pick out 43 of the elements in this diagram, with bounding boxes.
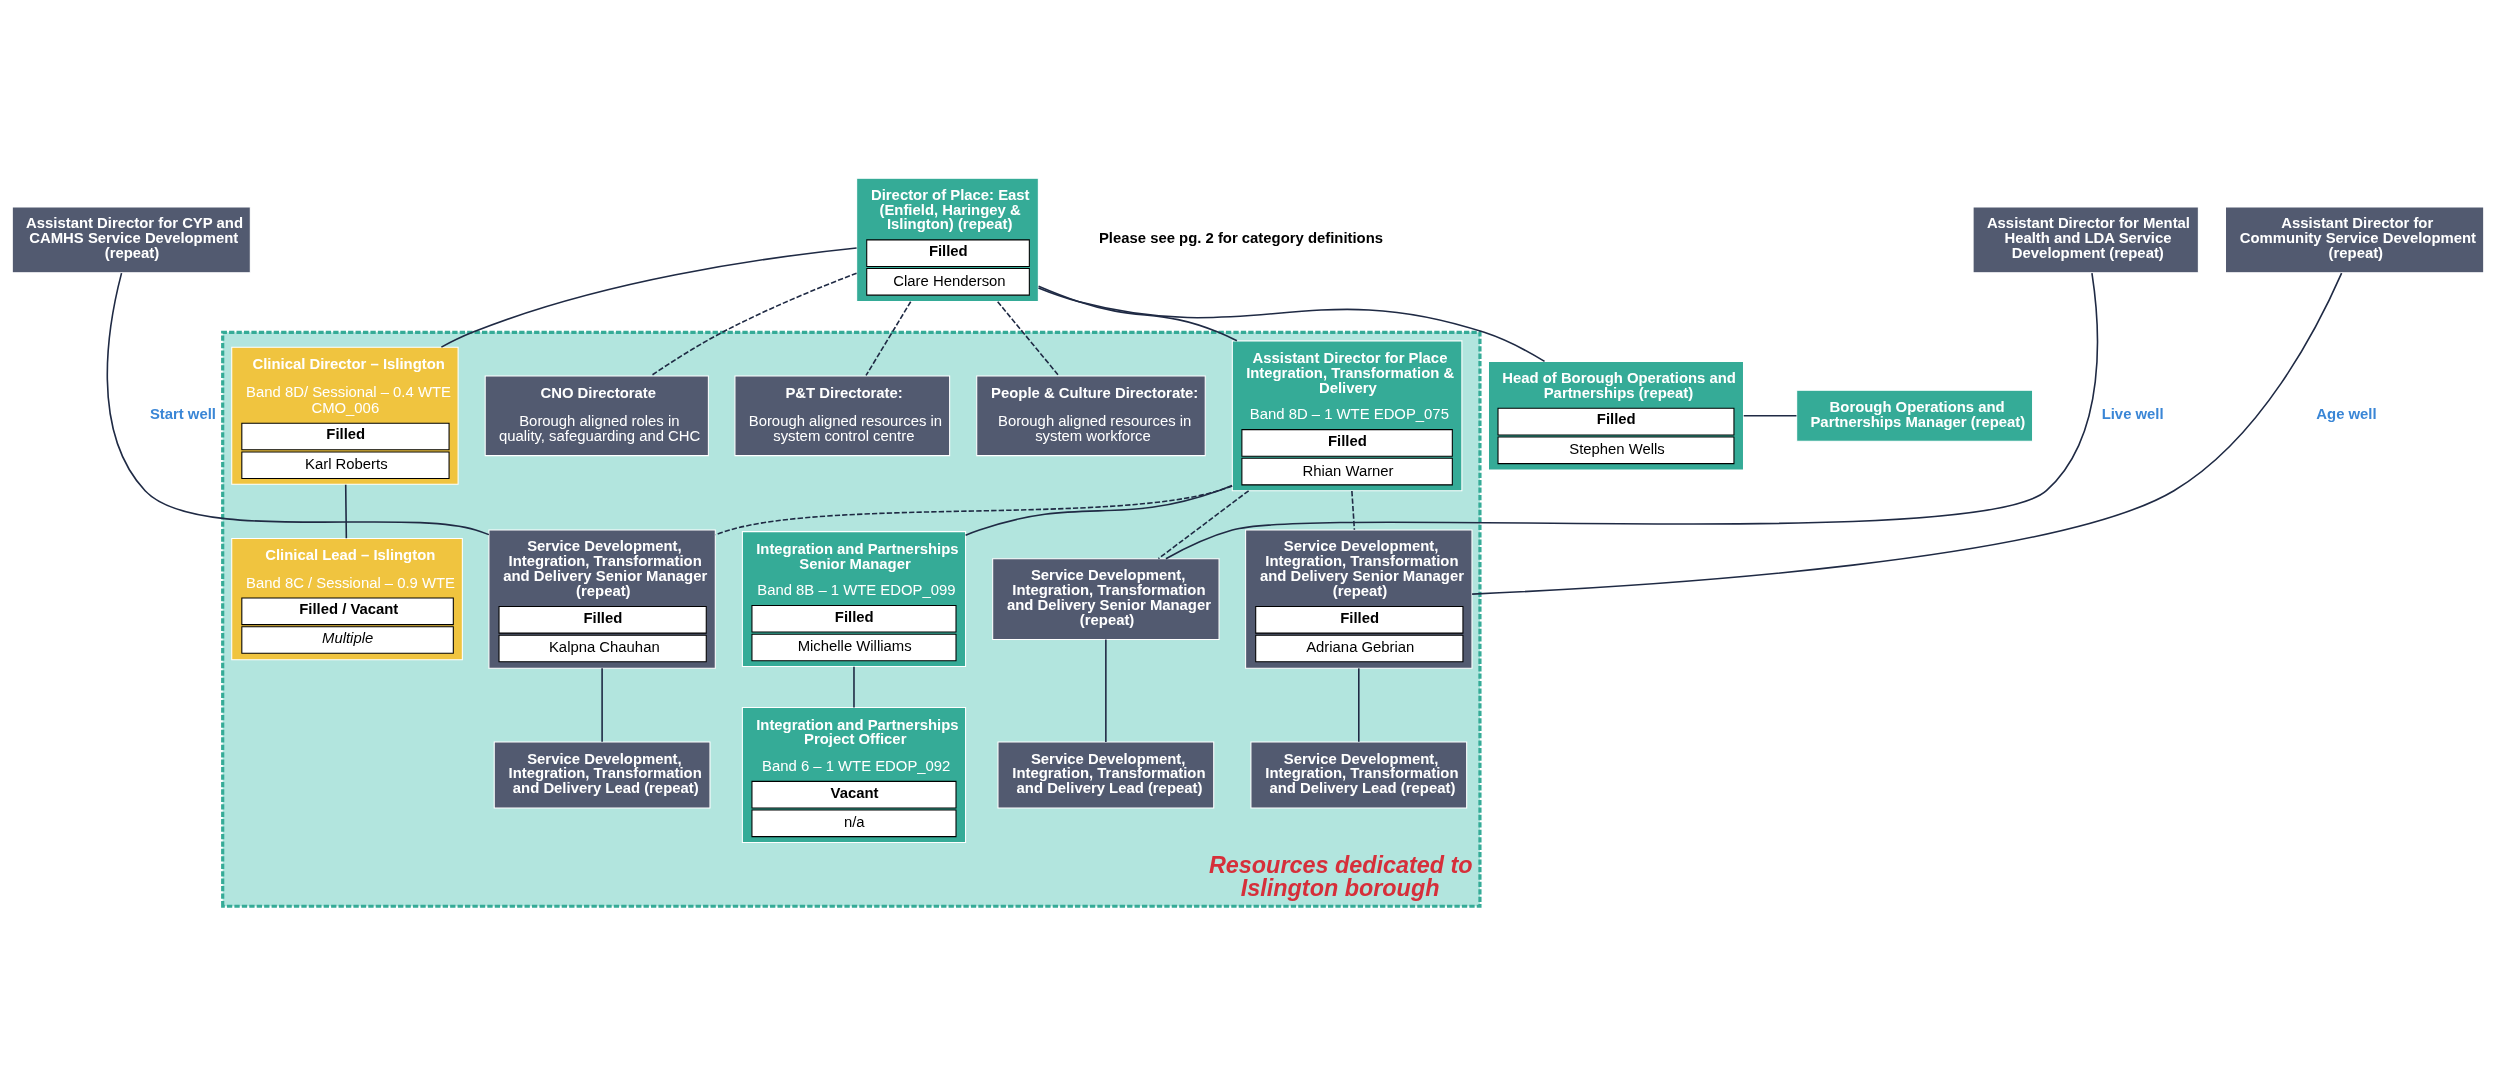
node-box: Service Development, Integration, Transformation and Delivery Senior Manager (repeat) Filled Adriana Gebrian — [1245, 529, 1473, 669]
connector — [1471, 271, 2343, 595]
connector — [865, 300, 912, 376]
node-box: Service Development, Integration, Transformation and Delivery Senior Manager (repeat) Filled Kalpna Chauhan — [488, 529, 716, 669]
connector — [1105, 638, 1107, 743]
node-box: Service Development, Integration, Transformation and Delivery Senior Manager (repeat) — [992, 557, 1220, 640]
connector — [1157, 489, 1250, 559]
connector — [1742, 414, 1798, 417]
connector — [106, 271, 490, 535]
connector — [853, 665, 855, 708]
node-box: Borough Operations and Partnerships Manager (repeat) — [1796, 389, 2034, 442]
connector — [964, 484, 1233, 536]
edge-label: Start well — [149, 405, 216, 422]
edge-label: Live well — [2101, 405, 2164, 422]
node-box: Service Development, Integration, Transformation and Delivery Lead (repeat) — [997, 741, 1215, 808]
connector — [1165, 271, 2099, 559]
connector — [996, 300, 1060, 376]
connector — [1037, 284, 1238, 342]
connector — [601, 667, 603, 743]
node-box: People & Culture Directorate: Borough aligned resources in system workforce — [976, 374, 1206, 456]
node-box: CNO Directorate Borough aligned roles in quality, safeguarding and CHC — [484, 374, 709, 456]
node-box: Service Development, Integration, Transformation and Delivery Lead (repeat) — [493, 741, 711, 808]
connector — [1351, 489, 1356, 531]
node-box: Integration and Partnerships Senior Manager Band 8B – 1 WTE EDOP_099 Filled Michelle Williams — [741, 530, 967, 667]
connector — [344, 483, 348, 539]
connector — [650, 271, 858, 377]
node-box: Assistant Director for Community Service Development (repeat) — [2224, 205, 2485, 273]
node-box: Assistant Director for Mental Health and LDA Service Development (repeat) — [1972, 205, 2199, 273]
node-box: Director of Place: East (Enfield, Haringey & Islington) (repeat) Filled Clare Henderson — [856, 177, 1039, 302]
connector — [440, 246, 858, 348]
node-box: Clinical Lead – Islington Band 8C / Sessional – 0.9 WTE Filled / Vacant Multiple — [231, 537, 463, 660]
connector — [714, 484, 1233, 535]
node-box: Service Development, Integration, Transformation and Delivery Lead (repeat) — [1250, 741, 1468, 808]
edge-label: Age well — [2316, 405, 2377, 422]
node-box: Assistant Director for Place Integration, Transformation & Delivery Band 8D – 1 WTE EDOP_075 Filled Rhian Warner — [1231, 339, 1463, 491]
node-box: P&T Directorate: Borough aligned resources in system control centre — [734, 374, 951, 456]
node-box: Clinical Director – Islington Band 8D/ Sessional – 0.4 WTE CMO_006 Filled Karl Roberts — [231, 346, 459, 485]
label: Please see pg. 2 for category definitions — [1098, 229, 1384, 246]
connector — [1358, 667, 1360, 743]
node-box: Assistant Director for CYP and CAMHS Service Development (repeat) — [11, 205, 251, 273]
node-box: Head of Borough Operations and Partnerships (repeat) Filled Stephen Wells — [1487, 360, 1745, 470]
node-box: Integration and Partnerships Project Officer Band 6 – 1 WTE EDOP_092 Vacant n/a — [741, 706, 967, 843]
connector — [1037, 286, 1546, 362]
